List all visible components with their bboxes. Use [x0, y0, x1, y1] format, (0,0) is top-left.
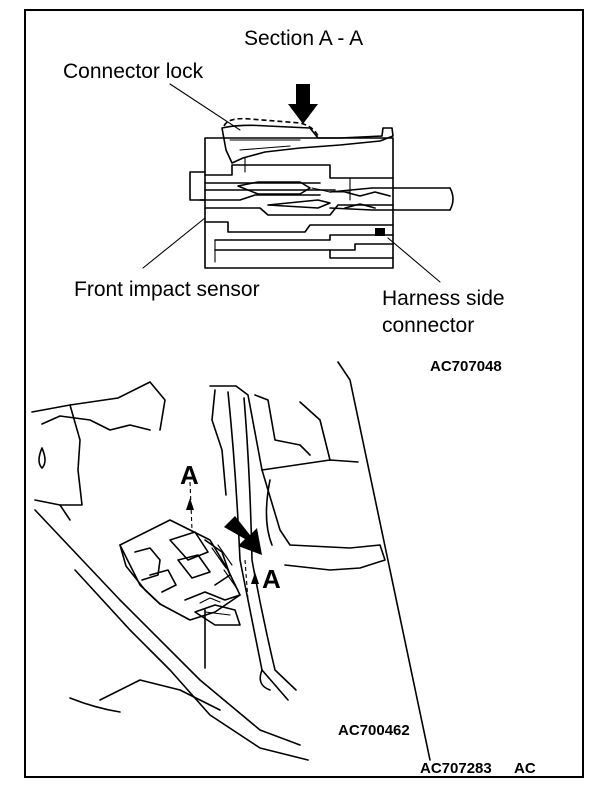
disconnect-arrow	[224, 516, 262, 555]
connector-lock-label: Connector lock	[63, 60, 204, 83]
page-code-suffix: AC	[514, 760, 536, 777]
section-view: Section A - A	[63, 27, 505, 375]
figure-frame	[24, 9, 584, 778]
push-arrow	[288, 84, 318, 124]
section-marker-upper: A	[180, 460, 199, 490]
location-view: A A AC700462	[31, 361, 431, 761]
harness-side-connector-label-line1: Harness side	[382, 287, 505, 310]
section-title: Section A - A	[244, 27, 363, 50]
front-impact-sensor-label: Front impact sensor	[74, 278, 260, 301]
section-marker-lower: A	[262, 564, 281, 594]
page-code: AC707283	[420, 760, 492, 777]
harness-side-connector-label-line2: connector	[382, 314, 474, 337]
bottom-figure-code: AC700462	[338, 722, 410, 739]
top-figure-code: AC707048	[430, 358, 502, 375]
